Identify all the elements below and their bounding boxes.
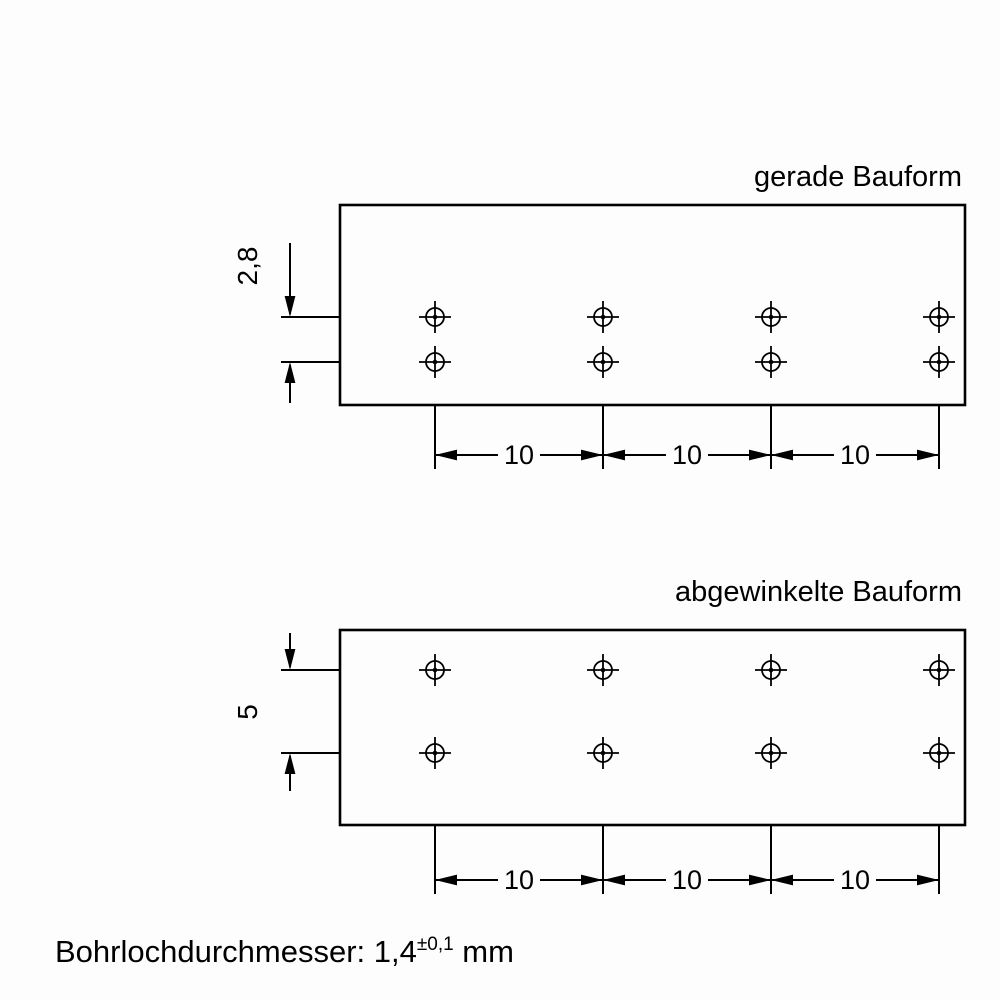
angled-version-diagram: abgewinkelte Bauform 5 bbox=[232, 576, 967, 895]
arrow-left-icon bbox=[603, 874, 625, 886]
arrow-left-icon bbox=[435, 449, 457, 461]
pitch-value: 10 bbox=[672, 865, 702, 895]
row-spacing-value: 2,8 bbox=[232, 247, 263, 286]
pitch-dimension-straight: 10 10 10 bbox=[434, 405, 940, 470]
row-spacing-dimension-angled: 5 bbox=[232, 633, 340, 791]
caption-prefix: Bohrlochdurchmesser: 1,4 bbox=[55, 934, 417, 969]
straight-version-title: gerade Bauform bbox=[754, 161, 962, 193]
pitch-value: 10 bbox=[672, 440, 702, 470]
caption-suffix: mm bbox=[454, 934, 514, 969]
pitch-value: 10 bbox=[840, 440, 870, 470]
arrow-right-icon bbox=[917, 874, 939, 886]
arrow-up-icon bbox=[284, 753, 296, 774]
arrow-left-icon bbox=[771, 874, 793, 886]
arrow-up-icon bbox=[284, 362, 296, 383]
caption-tolerance-superscript: ±0,1 bbox=[417, 934, 454, 955]
connector-outline-straight bbox=[338, 203, 967, 407]
arrow-left-icon bbox=[603, 449, 625, 461]
arrow-down-icon bbox=[284, 296, 296, 317]
row-spacing-value: 5 bbox=[232, 704, 263, 720]
pitch-value: 10 bbox=[504, 865, 534, 895]
drill-hole-diameter-caption: Bohrlochdurchmesser: 1,4±0,1 mm bbox=[55, 934, 514, 969]
arrow-right-icon bbox=[749, 874, 771, 886]
arrow-left-icon bbox=[771, 449, 793, 461]
arrow-left-icon bbox=[435, 874, 457, 886]
arrow-right-icon bbox=[917, 449, 939, 461]
arrow-right-icon bbox=[749, 449, 771, 461]
pitch-dimension-angled: 10 10 10 bbox=[434, 825, 940, 895]
row-spacing-dimension-straight: 2,8 bbox=[232, 243, 340, 403]
pitch-value: 10 bbox=[504, 440, 534, 470]
pitch-value: 10 bbox=[840, 865, 870, 895]
arrow-down-icon bbox=[284, 649, 296, 670]
straight-version-diagram: gerade Bauform 2,8 bbox=[232, 161, 967, 470]
angled-version-title: abgewinkelte Bauform bbox=[675, 576, 962, 608]
arrow-right-icon bbox=[581, 449, 603, 461]
arrow-right-icon bbox=[581, 874, 603, 886]
connector-outline-angled bbox=[338, 628, 967, 827]
